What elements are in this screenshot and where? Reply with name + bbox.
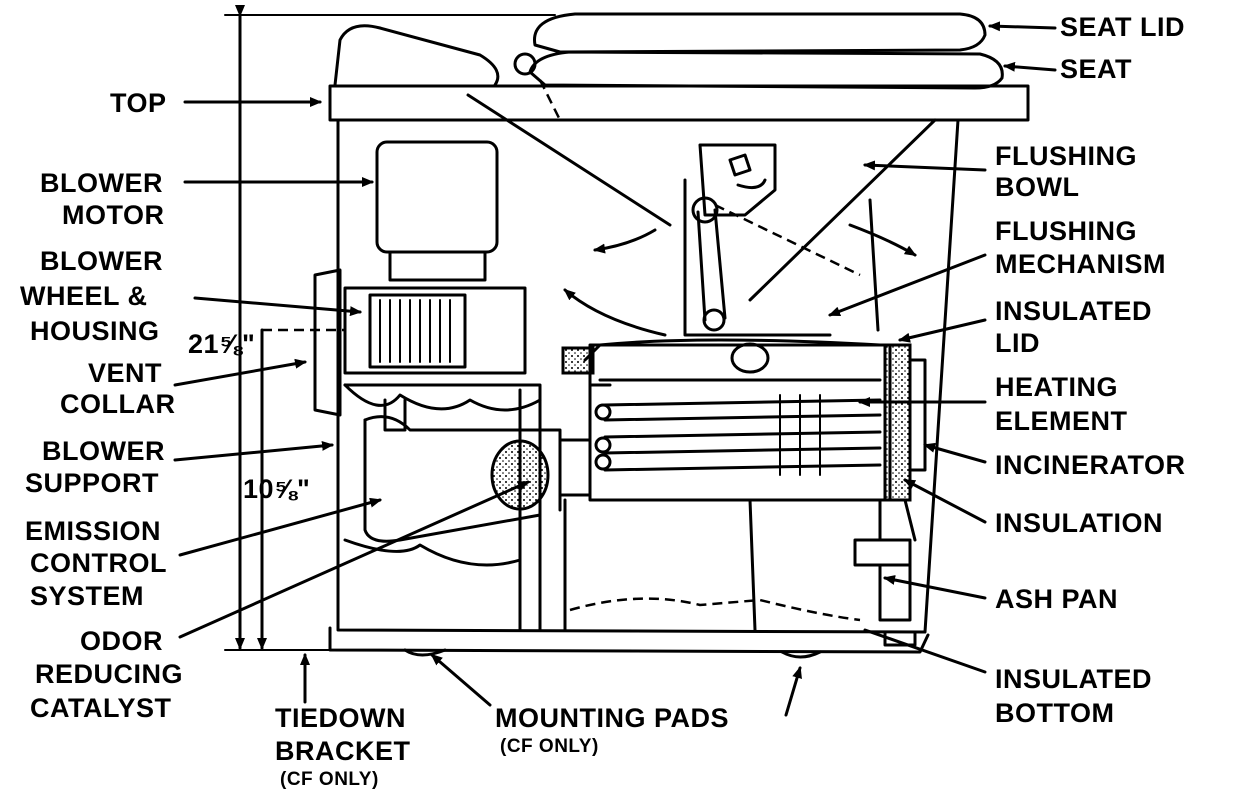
mounting-pads-note: (CF ONLY) (500, 736, 599, 757)
seat-shape (528, 50, 1004, 90)
toilet-illustration (313, 12, 1030, 659)
flushing-bowl-label-2: BOWL (995, 172, 1079, 202)
overall-height-dimension: 21⅝" (188, 329, 255, 359)
blower-support-label-2: SUPPORT (25, 468, 159, 498)
tiedown-bracket-label-1: TIEDOWN (275, 703, 406, 733)
blower-motor-label-2: MOTOR (62, 200, 165, 230)
insulated-bottom-label-1: INSULATED (995, 664, 1152, 694)
insulation-shape (883, 343, 912, 502)
blower-wheel-label-2: WHEEL & (20, 281, 148, 311)
blower-housing-shape (343, 286, 527, 375)
catalyst-shape (490, 439, 550, 511)
blower-motor-label-1: BLOWER (40, 168, 163, 198)
heating-element-label-1: HEATING (995, 372, 1118, 402)
seat-label: SEAT (1060, 54, 1132, 84)
blower-motor-shape (375, 140, 499, 254)
blower-support-label-1: BLOWER (42, 436, 165, 466)
labels: SEAT LID SEAT TOP FLUSHING BOWL BLOWER M… (20, 12, 1186, 790)
vent-collar-label-1: VENT (88, 358, 162, 388)
emission-control-label-2: CONTROL (30, 548, 167, 578)
tiedown-note: (CF ONLY) (280, 769, 379, 790)
flushing-mechanism-label-1: FLUSHING (995, 216, 1137, 246)
insulated-lid-label-2: LID (995, 328, 1040, 358)
insulated-bottom-label-2: BOTTOM (995, 698, 1115, 728)
odor-catalyst-label-2: REDUCING (35, 659, 183, 689)
ash-pan-shape (853, 538, 912, 567)
odor-catalyst-label-3: CATALYST (30, 693, 172, 723)
insulation-label: INSULATION (995, 508, 1163, 538)
odor-catalyst-label-1: ODOR (80, 626, 163, 656)
flushing-mechanism-label-2: MECHANISM (995, 249, 1166, 279)
leader-arrows (173, 21, 1057, 717)
top-plate-shape (328, 84, 1030, 122)
top-label: TOP (110, 88, 167, 118)
tiedown-bracket-label-2: BRACKET (275, 736, 411, 766)
ash-pan-label: ASH PAN (995, 584, 1118, 614)
cabinet-shape (336, 118, 960, 634)
lower-height-dimension: 10⅝" (243, 474, 310, 504)
mounting-pads-label: MOUNTING PADS (495, 703, 729, 733)
emission-control-label-3: SYSTEM (30, 581, 144, 611)
hinge-shape (513, 52, 537, 76)
heating-element-shape (594, 394, 882, 476)
insulated-lid-label-1: INSULATED (995, 296, 1152, 326)
seat-lid-shape (533, 12, 987, 54)
blower-wheel-shape (379, 299, 451, 363)
flushing-bowl-shape (466, 93, 672, 227)
incinerator-label: INCINERATOR (995, 450, 1186, 480)
dimension-lines (224, 5, 556, 651)
seat-lid-label: SEAT LID (1060, 12, 1185, 42)
vent-collar-shape (313, 268, 342, 417)
heating-element-label-2: ELEMENT (995, 406, 1128, 436)
blower-wheel-label-3: HOUSING (30, 316, 160, 346)
flushing-mechanism-shape (698, 143, 777, 217)
flushing-bowl-label-1: FLUSHING (995, 141, 1137, 171)
blower-wheel-label-1: BLOWER (40, 246, 163, 276)
vent-collar-label-2: COLLAR (60, 389, 175, 419)
emission-control-label-1: EMISSION (25, 516, 161, 546)
